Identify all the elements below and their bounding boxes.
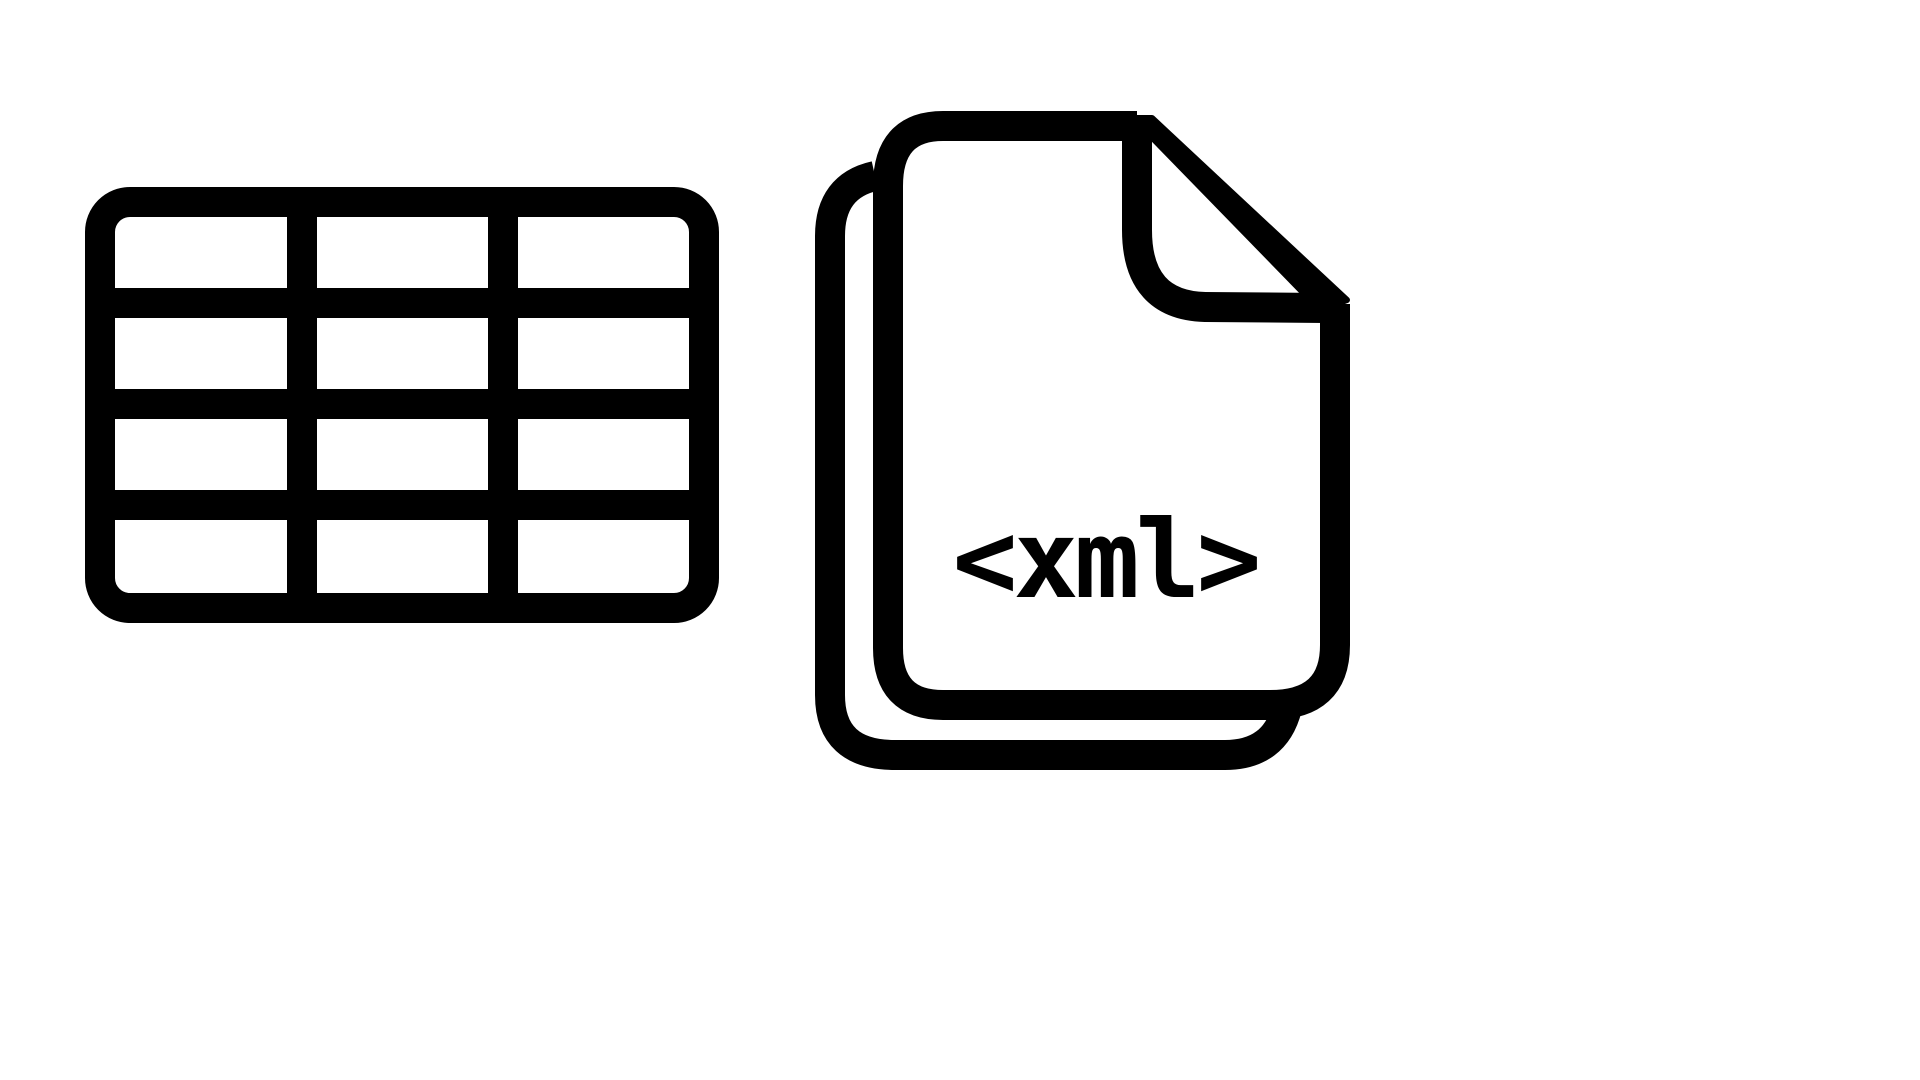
xml-file-icon (815, 111, 1350, 770)
table-column-dividers (287, 202, 518, 608)
back-page (815, 161, 1302, 770)
xml-label: <xml> (952, 497, 1261, 623)
table-icon (85, 187, 719, 623)
folded-corner (1122, 118, 1326, 323)
fold-diagonal (1130, 115, 1350, 313)
table-row-dividers (100, 288, 704, 520)
front-page (873, 111, 1350, 720)
